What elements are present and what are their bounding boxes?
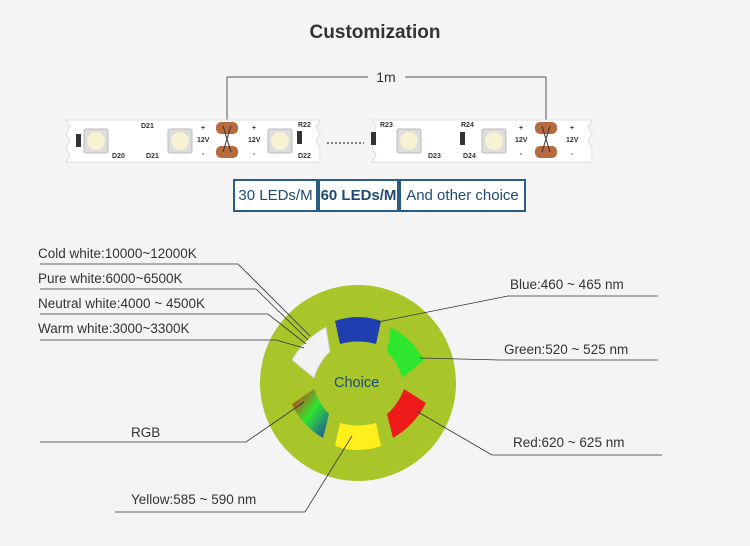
blue-led-chip: [335, 317, 381, 344]
warm-white-label: Warm white:3000~3300K: [38, 321, 190, 336]
green-label: Green:520 ~ 525 nm: [504, 342, 629, 357]
svg-text:-: -: [253, 151, 256, 158]
svg-text:-: -: [571, 151, 574, 158]
svg-text:D23: D23: [428, 153, 441, 160]
svg-text:+: +: [519, 125, 523, 132]
svg-text:12V: 12V: [197, 137, 210, 144]
length-label: 1m: [376, 69, 395, 85]
density-option-other[interactable]: And other choice: [399, 179, 526, 212]
svg-text:+: +: [201, 125, 205, 132]
rgb-label: RGB: [131, 425, 161, 440]
page-title: Customization: [309, 22, 441, 43]
white-led-chip: [291, 326, 331, 379]
svg-text:-: -: [520, 151, 523, 158]
svg-text:D24: D24: [463, 153, 476, 160]
rgb-led-chip: [292, 389, 329, 438]
yellow-led-chip: [335, 423, 381, 450]
svg-text:12V: 12V: [515, 137, 528, 144]
led-strip-left: D20 D21 D21 + 12V - + 12V - R22 D22: [65, 119, 321, 163]
density-option-60[interactable]: 60 LEDs/M: [318, 179, 399, 212]
blue-label: Blue:460 ~ 465 nm: [510, 277, 624, 292]
svg-text:R24: R24: [461, 122, 474, 129]
svg-text:D22: D22: [298, 153, 311, 160]
red-led-chip: [387, 389, 426, 438]
green-led-chip: [387, 327, 424, 378]
neutral-white-label: Neutral white:4000 ~ 4500K: [38, 296, 205, 311]
svg-text:12V: 12V: [248, 137, 261, 144]
choice-label: Choice: [334, 375, 380, 391]
svg-text:+: +: [570, 125, 574, 132]
density-option-30[interactable]: 30 LEDs/M: [233, 179, 318, 212]
pure-white-label: Pure white:6000~6500K: [38, 271, 183, 286]
svg-text:D20: D20: [112, 153, 125, 160]
led-strip-right: R23 D23 R24 D24 + 12V - + 12V -: [371, 119, 593, 163]
svg-text:R23: R23: [380, 122, 393, 129]
svg-text:R22: R22: [298, 122, 311, 129]
color-choice-disc: [260, 285, 456, 481]
svg-text:+: +: [252, 125, 256, 132]
cold-white-label: Cold white:10000~12000K: [38, 246, 197, 261]
red-label: Red:620 ~ 625 nm: [513, 435, 625, 450]
svg-text:-: -: [202, 151, 205, 158]
yellow-label: Yellow:585 ~ 590 nm: [131, 492, 257, 507]
svg-text:12V: 12V: [566, 137, 579, 144]
length-dimension: 1m: [226, 69, 547, 140]
svg-text:D21: D21: [146, 153, 159, 160]
svg-text:D21: D21: [141, 123, 154, 130]
leader-lines: [40, 263, 662, 513]
